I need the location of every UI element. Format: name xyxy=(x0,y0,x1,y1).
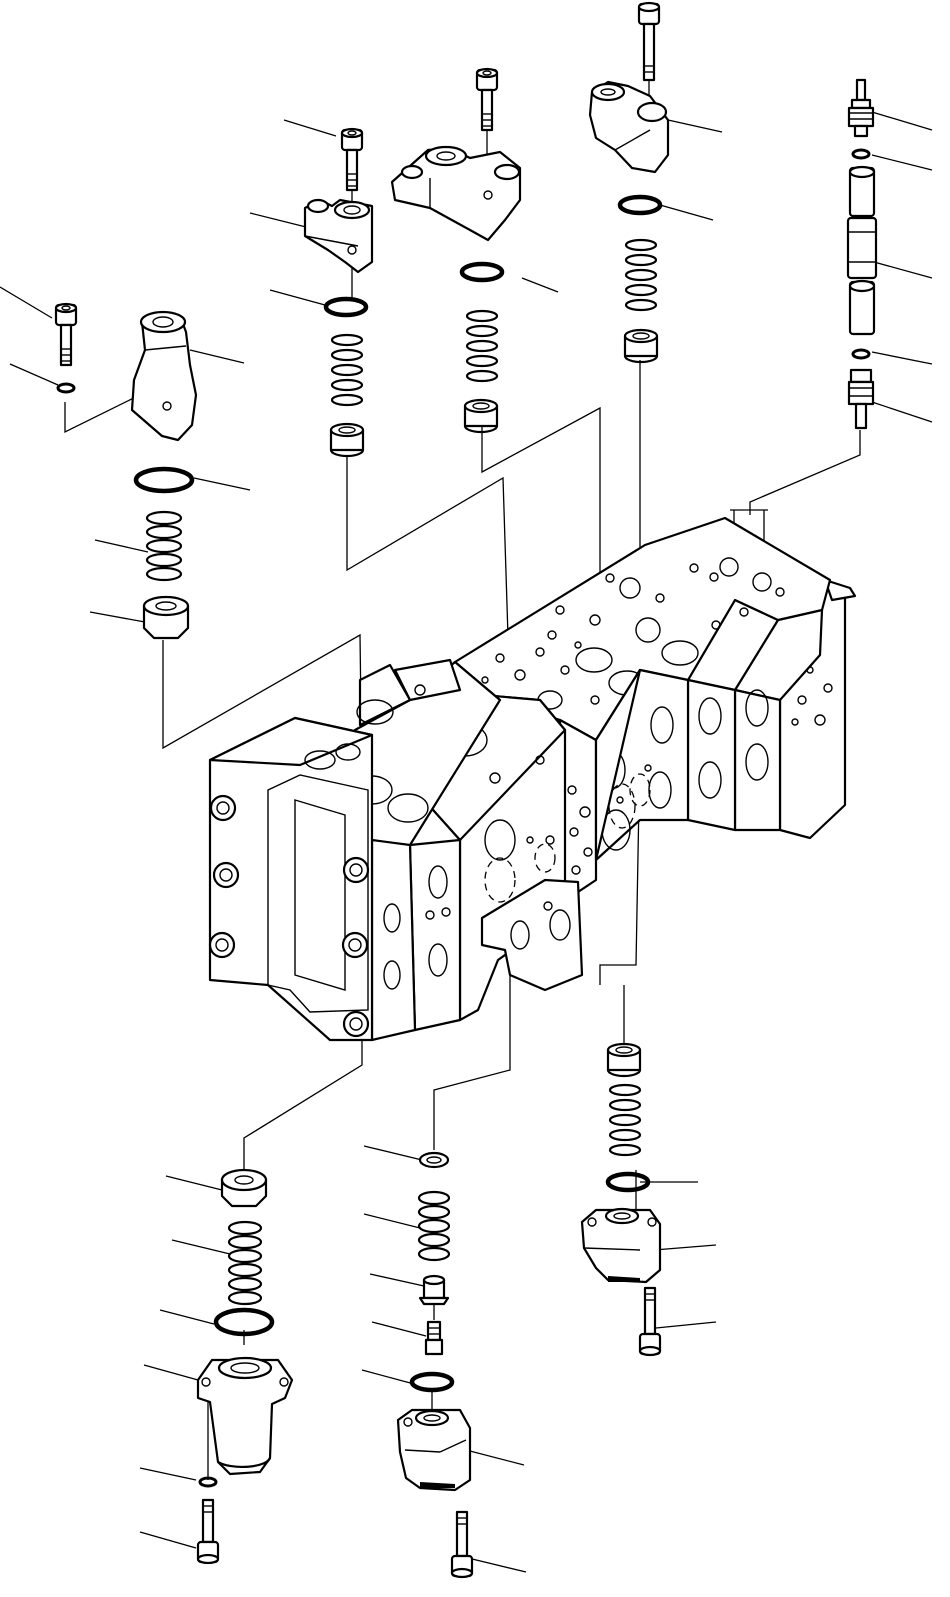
pressure-sensor xyxy=(846,78,878,430)
lower-right-spring-icon xyxy=(608,1083,642,1157)
relief-nut-icon xyxy=(142,595,190,640)
lower-relief-spring-icon xyxy=(227,1220,263,1306)
upper-cover-1 xyxy=(303,127,374,458)
cover2-bolt-icon xyxy=(475,67,499,132)
cover2-body-icon xyxy=(390,145,522,242)
check-poppet-icon xyxy=(418,1274,450,1306)
sensor-body-icon xyxy=(846,165,878,336)
valve-section-7 xyxy=(733,608,824,832)
valve-section-2 xyxy=(408,838,462,1032)
valve-body-bolts xyxy=(208,794,370,1038)
lower-relief-nut-icon xyxy=(220,1168,268,1208)
cover1-body-icon xyxy=(303,198,374,274)
check-ring-icon xyxy=(418,1151,450,1169)
relief-valve-cap-icon xyxy=(130,310,198,442)
cover1-oring-icon xyxy=(326,299,366,315)
lower-right-bolt-icon xyxy=(638,1286,662,1357)
cover2-cup-icon xyxy=(463,398,499,434)
cover2-oring-icon xyxy=(462,264,502,280)
lower-relief-body-icon xyxy=(196,1356,294,1476)
cover3-bolt-icon xyxy=(637,1,661,82)
cover1-spring-icon xyxy=(330,333,364,407)
check-cover-icon xyxy=(396,1408,472,1492)
sensor-lower-washer-icon xyxy=(851,348,871,360)
lower-right-cover xyxy=(580,1042,662,1357)
valve-section-4 xyxy=(558,718,631,902)
lower-right-cup-icon xyxy=(606,1042,642,1078)
check-plug-icon xyxy=(424,1320,444,1356)
upper-left-relief-valve xyxy=(54,302,198,640)
cover1-bolt-icon xyxy=(340,127,364,192)
relief-washer-icon xyxy=(56,382,76,394)
cover2-spring-icon xyxy=(465,309,499,383)
sensor-upper-washer-icon xyxy=(851,148,871,160)
lower-relief-washer-icon xyxy=(198,1476,218,1488)
relief-oring-icon xyxy=(133,466,195,494)
sensor-top-fitting-icon xyxy=(847,78,875,138)
cover3-oring-icon xyxy=(620,197,660,213)
valve-left-end-plate xyxy=(208,716,374,1042)
cover3-body-icon xyxy=(588,80,670,174)
check-oring-icon xyxy=(412,1374,452,1390)
relief-mount-bolt-icon xyxy=(54,302,78,367)
cover3-cup-icon xyxy=(623,328,659,364)
check-spring-icon xyxy=(417,1190,451,1262)
lower-left-relief-valve xyxy=(196,1168,294,1565)
check-bolt-icon xyxy=(450,1510,474,1579)
lower-relief-bolt-icon xyxy=(196,1498,220,1565)
relief-spring-icon xyxy=(145,510,183,582)
leader-lines xyxy=(0,111,933,1573)
sensor-bottom-fitting-icon xyxy=(847,368,875,430)
valve-flange xyxy=(480,878,584,992)
upper-cover-3 xyxy=(588,1,670,364)
upper-cover-2 xyxy=(390,67,522,434)
lower-right-cover-body-icon xyxy=(580,1207,662,1284)
cover3-spring-icon xyxy=(624,238,658,312)
lower-relief-oring-icon xyxy=(213,1307,275,1337)
control-valve-body xyxy=(208,516,857,1042)
lower-center-check-valve xyxy=(396,1151,474,1579)
cover1-cup-icon xyxy=(329,422,365,458)
